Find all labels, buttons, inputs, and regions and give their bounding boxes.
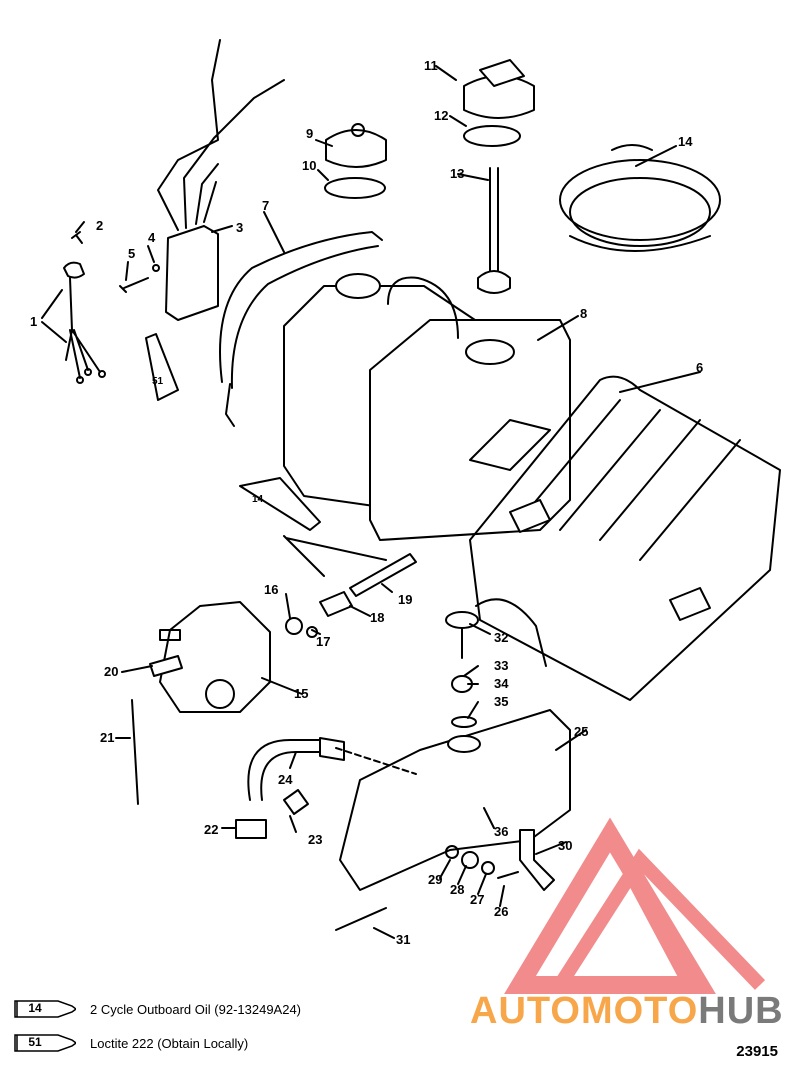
- callout-label: 27: [470, 892, 484, 907]
- reservoir-part-25: [339, 709, 571, 891]
- callout-label: 24: [278, 772, 293, 787]
- grommet-part-28: [461, 851, 479, 869]
- callout-label: 36: [494, 824, 508, 839]
- watermark-text: AUTOMOTOHUB: [470, 990, 784, 1033]
- legend-text: Loctite 222 (Obtain Locally): [90, 1035, 249, 1051]
- tube-label: 51: [152, 376, 164, 387]
- callout-label: 8: [580, 306, 587, 321]
- loctite-tube-51: [145, 333, 179, 401]
- callout-label: 18: [370, 610, 384, 625]
- hose-part-24: [247, 739, 321, 801]
- callout-label: 13: [450, 166, 464, 181]
- watermark-part1: AUTOMOTO: [470, 990, 699, 1032]
- figure-number: 23915: [736, 1043, 778, 1060]
- tube-icon: 51: [14, 1034, 76, 1052]
- sender-cap-part-11: [463, 59, 535, 119]
- washer-part-27: [481, 861, 495, 875]
- callout-label: 21: [100, 730, 114, 745]
- fitting-part-23: [283, 789, 309, 815]
- callout-label: 25: [574, 724, 588, 739]
- oil-tank-part-8: [283, 273, 571, 541]
- callout-label: 33: [494, 658, 508, 673]
- legend-row-oil: 14 2 Cycle Outboard Oil (92-13249A24): [14, 996, 534, 1022]
- strap-part-7: [219, 231, 383, 427]
- callout-label: 35: [494, 694, 508, 709]
- seal-part-16: [285, 617, 303, 635]
- legend-row-loctite: 51 Loctite 222 (Obtain Locally): [14, 1030, 534, 1056]
- gear-part-32: [445, 598, 547, 667]
- module-part-3: [157, 39, 285, 321]
- legend-text: 2 Cycle Outboard Oil (92-13249A24): [90, 1001, 302, 1017]
- callout-label: 7: [262, 198, 269, 213]
- link-rod-part-21: [131, 699, 139, 805]
- callout-label: 1: [30, 314, 37, 329]
- harness-part-1: [63, 261, 106, 384]
- bushing-part-29: [445, 845, 459, 859]
- callout-label: 12: [434, 108, 448, 123]
- legend-code: 51: [28, 1035, 42, 1049]
- elbow-part-30: [519, 829, 555, 891]
- callout-label: 3: [236, 220, 243, 235]
- callout-label: 2: [96, 218, 103, 233]
- watermark-part2: HUB: [698, 990, 784, 1032]
- tank-cap-part-9: [325, 123, 387, 168]
- tee-fitting-part-22: [235, 819, 267, 839]
- screw-part-31: [335, 907, 387, 931]
- callout-label: 19: [398, 592, 412, 607]
- bolt-part-20: [149, 655, 183, 677]
- tank-tray-part-6: [469, 375, 781, 701]
- callout-label: 5: [128, 246, 135, 261]
- callout-label: 31: [396, 932, 410, 947]
- legend-code: 14: [28, 1001, 42, 1015]
- callout-label: 29: [428, 872, 442, 887]
- fitting-part-18: [319, 591, 353, 617]
- callout-label: 28: [450, 882, 464, 897]
- callout-label: 15: [294, 686, 308, 701]
- callout-label: 17: [316, 634, 330, 649]
- gasket-part-10: [324, 177, 386, 199]
- washer-part-4: [152, 264, 160, 272]
- pickup-tube-part-13: [477, 167, 511, 294]
- callout-label: 11: [424, 58, 438, 73]
- callout-label: 34: [494, 676, 509, 691]
- callout-label: 10: [302, 158, 316, 173]
- callout-label: 4: [148, 230, 156, 245]
- callout-label: 9: [306, 126, 313, 141]
- screw-part-19: [349, 553, 417, 597]
- callout-label: 14: [678, 134, 693, 149]
- callout-label: 20: [104, 664, 118, 679]
- gasket-part-12: [463, 125, 521, 147]
- watermark-logo-icon: [504, 817, 766, 994]
- bolt-part-5: [119, 277, 149, 293]
- callout-label: 26: [494, 904, 508, 919]
- callout-label: 23: [308, 832, 322, 847]
- tube-label: 14: [252, 494, 264, 505]
- oil-tube-14: [239, 477, 387, 577]
- callout-label: 32: [494, 630, 508, 645]
- callout-label: 6: [696, 360, 703, 375]
- callout-label: 22: [204, 822, 218, 837]
- callout-label: 16: [264, 582, 278, 597]
- bolt-part-26: [497, 871, 519, 879]
- screw-part-2: [71, 231, 83, 244]
- washer-part-35: [451, 716, 477, 728]
- tube-icon: 14: [14, 1000, 76, 1018]
- callout-label: 30: [558, 838, 572, 853]
- hose-part-14: [559, 144, 721, 252]
